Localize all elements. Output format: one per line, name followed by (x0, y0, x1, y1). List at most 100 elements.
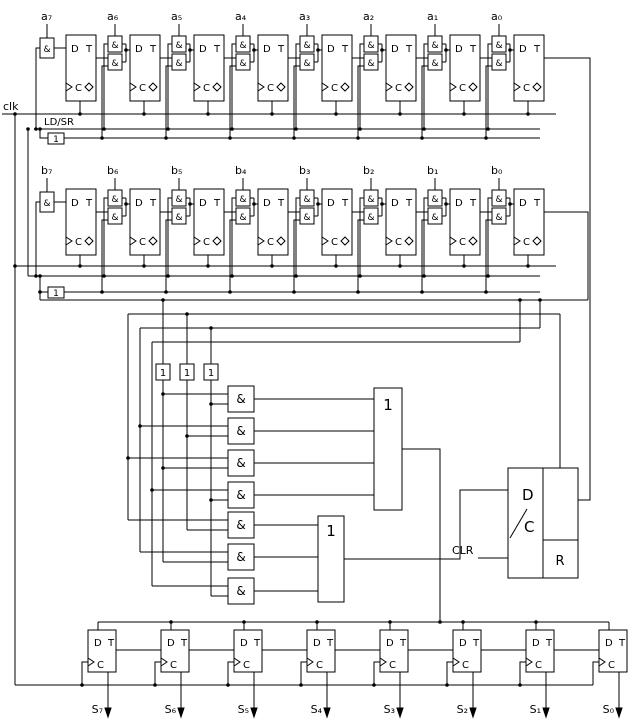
wire (300, 661, 307, 685)
and-gate-label: & (239, 195, 246, 205)
buffer-label: 1 (184, 368, 190, 379)
diamond-output-icon (148, 236, 158, 246)
ff-d-label: D (263, 198, 271, 209)
diamond-output-icon (468, 82, 478, 92)
s-output-label: S₆ (165, 703, 177, 716)
ff-d-label: D (327, 44, 335, 55)
ff-c-label: C (97, 660, 104, 671)
and-gate-label: & (236, 550, 245, 564)
clock-edge-icon (257, 236, 265, 246)
junction-dot (538, 298, 542, 302)
wire (295, 197, 300, 276)
wire (229, 219, 236, 292)
reg-input-label: a₂ (363, 10, 374, 23)
wire (231, 197, 236, 276)
junction-dot (153, 683, 157, 687)
ff-d-label: D (167, 638, 175, 649)
ff-d-label: D (459, 638, 467, 649)
junction-dot (316, 48, 320, 52)
junction-dot (380, 202, 384, 206)
and-gate-label: & (111, 195, 118, 205)
and-gate-label: & (239, 59, 246, 69)
wire (39, 129, 48, 139)
ff-t-label: T (213, 44, 221, 55)
dff (385, 34, 417, 102)
and-gate-label: & (431, 59, 438, 69)
ff-d-label: D (71, 44, 79, 55)
reg-input-label: a₆ (107, 10, 119, 23)
junction-dot (252, 48, 256, 52)
and-gate-label: & (367, 213, 374, 223)
wire (357, 219, 364, 292)
ff-t-label: T (277, 198, 285, 209)
dff (129, 34, 161, 102)
s-output-label: S₀ (603, 703, 615, 716)
and-gate-label: & (431, 213, 438, 223)
ff-d-label: D (135, 198, 143, 209)
ff-d-label: D (327, 198, 335, 209)
ff-t-label: T (85, 44, 93, 55)
or-gate-label: 1 (326, 522, 336, 540)
wire (293, 65, 300, 138)
ff-d-label: D (519, 198, 527, 209)
ff-t-label: T (533, 198, 541, 209)
reg-input-label: a₇ (41, 10, 52, 23)
wire (103, 43, 108, 129)
s-output-label: S₅ (238, 703, 249, 716)
dff-out (306, 629, 336, 673)
s-output-label: S₂ (457, 703, 468, 716)
inverter-label: 1 (53, 135, 59, 145)
a-feedback-wire (544, 57, 591, 501)
dff (65, 34, 97, 102)
wire (101, 219, 108, 292)
s-output-label: S₄ (311, 703, 323, 716)
and-gate-label: & (367, 59, 374, 69)
junction-dot (138, 424, 142, 428)
junction-dot (518, 298, 522, 302)
wire (165, 219, 172, 292)
ff-d-label: D (455, 44, 463, 55)
and-gate-label: & (236, 518, 245, 532)
junction-dot (161, 466, 165, 470)
reg-input-label: a₃ (299, 10, 310, 23)
junction-dot (188, 202, 192, 206)
dff-out (160, 629, 190, 673)
ff-c-label: C (535, 660, 542, 671)
clock-edge-icon (321, 236, 329, 246)
dff (321, 34, 353, 102)
reg-input-label: a₅ (171, 10, 182, 23)
and-gate-label: & (495, 41, 502, 51)
clk-label: clk (3, 100, 19, 113)
diamond-output-icon (532, 82, 542, 92)
and-gate-label: & (236, 584, 245, 598)
reg-input-label: a₀ (491, 10, 503, 23)
and-gate-label: & (111, 41, 118, 51)
diamond-output-icon (532, 236, 542, 246)
reg-input-label: b₄ (235, 164, 247, 177)
or-gate (373, 387, 403, 511)
junction-dot (38, 274, 42, 278)
reg-input-label: b₆ (107, 164, 119, 177)
ff-t-label: T (277, 44, 285, 55)
wire (485, 65, 492, 138)
dff-out (598, 629, 628, 673)
dff-out (87, 629, 117, 673)
wire (423, 43, 428, 129)
wire (487, 43, 492, 129)
ff-d-label: D (386, 638, 394, 649)
or-gate (317, 515, 345, 603)
and-gate-label: & (236, 456, 245, 470)
junction-dot (299, 683, 303, 687)
ff-t-label: T (533, 44, 541, 55)
junction-dot (161, 392, 165, 396)
junction-dot (388, 620, 392, 624)
ff-c-label: C (608, 660, 615, 671)
ff-c-label: C (170, 660, 177, 671)
dff (321, 188, 353, 256)
b-feedback-wire (544, 211, 589, 300)
reg-input-label: b₇ (41, 164, 52, 177)
output-arrow-icon (104, 707, 112, 719)
ldsr-label: LD/SR (44, 117, 74, 128)
clock-edge-icon (513, 236, 521, 246)
